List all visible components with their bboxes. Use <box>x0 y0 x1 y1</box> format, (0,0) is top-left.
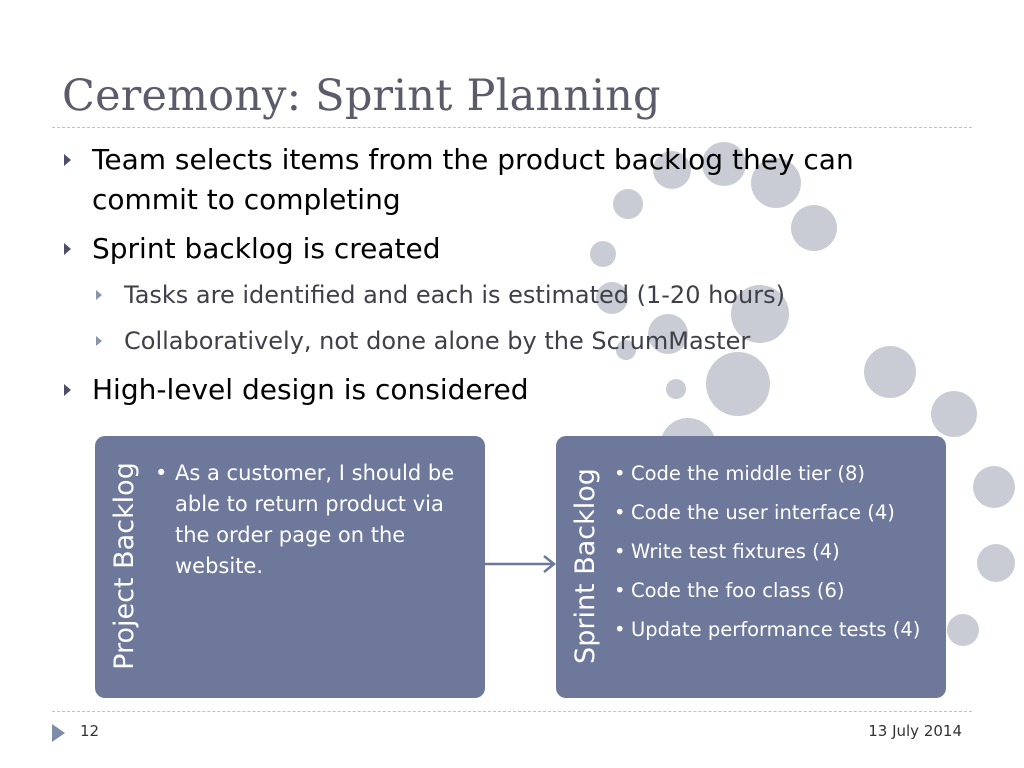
sub-bullet-item: Collaboratively, not done alone by the S… <box>94 324 942 358</box>
sprint-backlog-label: Sprint Backlog <box>564 448 608 684</box>
bullet-dot-icon: • <box>614 579 626 602</box>
bullet-dot-icon: • <box>614 540 626 563</box>
project-backlog-list: • As a customer, I should be able to ret… <box>155 458 465 582</box>
bullet-dot-icon: • <box>614 462 626 485</box>
bullet-dot-icon: • <box>155 461 168 485</box>
bullet-text: Sprint backlog is created <box>92 232 441 265</box>
footer-triangle-icon <box>52 724 65 742</box>
sprint-backlog-item-text: Code the user interface (4) <box>631 501 895 524</box>
triangle-bullet-icon <box>64 243 71 255</box>
triangle-bullet-icon <box>64 154 71 166</box>
right-arrow-icon <box>484 555 557 573</box>
project-backlog-label: Project Backlog <box>103 448 147 684</box>
triangle-bullet-icon <box>96 336 102 346</box>
bullet-item: Team selects items from the product back… <box>62 140 942 220</box>
project-backlog-item-text: As a customer, I should be able to retur… <box>175 461 455 578</box>
sprint-backlog-item: • Update performance tests (4) <box>614 616 940 643</box>
sprint-backlog-item: • Write test fixtures (4) <box>614 538 940 565</box>
bullet-text: Team selects items from the product back… <box>92 143 854 216</box>
bullet-list: Team selects items from the product back… <box>62 140 942 419</box>
sprint-backlog-item: • Code the user interface (4) <box>614 499 940 526</box>
sprint-backlog-item: • Code the middle tier (8) <box>614 460 940 487</box>
triangle-bullet-icon <box>96 290 102 300</box>
project-backlog-item: • As a customer, I should be able to ret… <box>155 458 465 582</box>
title-divider <box>52 127 972 128</box>
footer-date: 13 July 2014 <box>868 722 962 740</box>
sprint-backlog-label-text: Sprint Backlog <box>570 468 601 664</box>
sprint-backlog-box: Sprint Backlog • Code the middle tier (8… <box>556 436 946 698</box>
sub-bullet-text: Tasks are identified and each is estimat… <box>124 281 785 309</box>
sprint-backlog-item-text: Write test fixtures (4) <box>631 540 840 563</box>
slide-title: Ceremony: Sprint Planning <box>62 71 661 121</box>
project-backlog-box: Project Backlog • As a customer, I shoul… <box>95 436 485 698</box>
sub-bullet-item: Tasks are identified and each is estimat… <box>94 278 942 312</box>
sprint-backlog-item-text: Code the middle tier (8) <box>631 462 865 485</box>
bullet-dot-icon: • <box>614 501 626 524</box>
bullet-item: Sprint backlog is created <box>62 229 942 269</box>
page-number: 12 <box>80 722 100 740</box>
project-backlog-label-text: Project Backlog <box>109 462 140 670</box>
sprint-backlog-item-text: Update performance tests (4) <box>631 618 921 641</box>
triangle-bullet-icon <box>64 384 71 396</box>
sprint-backlog-item-text: Code the foo class (6) <box>631 579 845 602</box>
sprint-backlog-list: • Code the middle tier (8) • Code the us… <box>614 460 940 655</box>
footer-divider <box>52 711 972 712</box>
sub-bullet-text: Collaboratively, not done alone by the S… <box>124 327 751 355</box>
bullet-dot-icon: • <box>614 618 626 641</box>
sprint-backlog-item: • Code the foo class (6) <box>614 577 940 604</box>
bullet-text: High-level design is considered <box>92 373 529 406</box>
bullet-item: High-level design is considered <box>62 370 942 410</box>
